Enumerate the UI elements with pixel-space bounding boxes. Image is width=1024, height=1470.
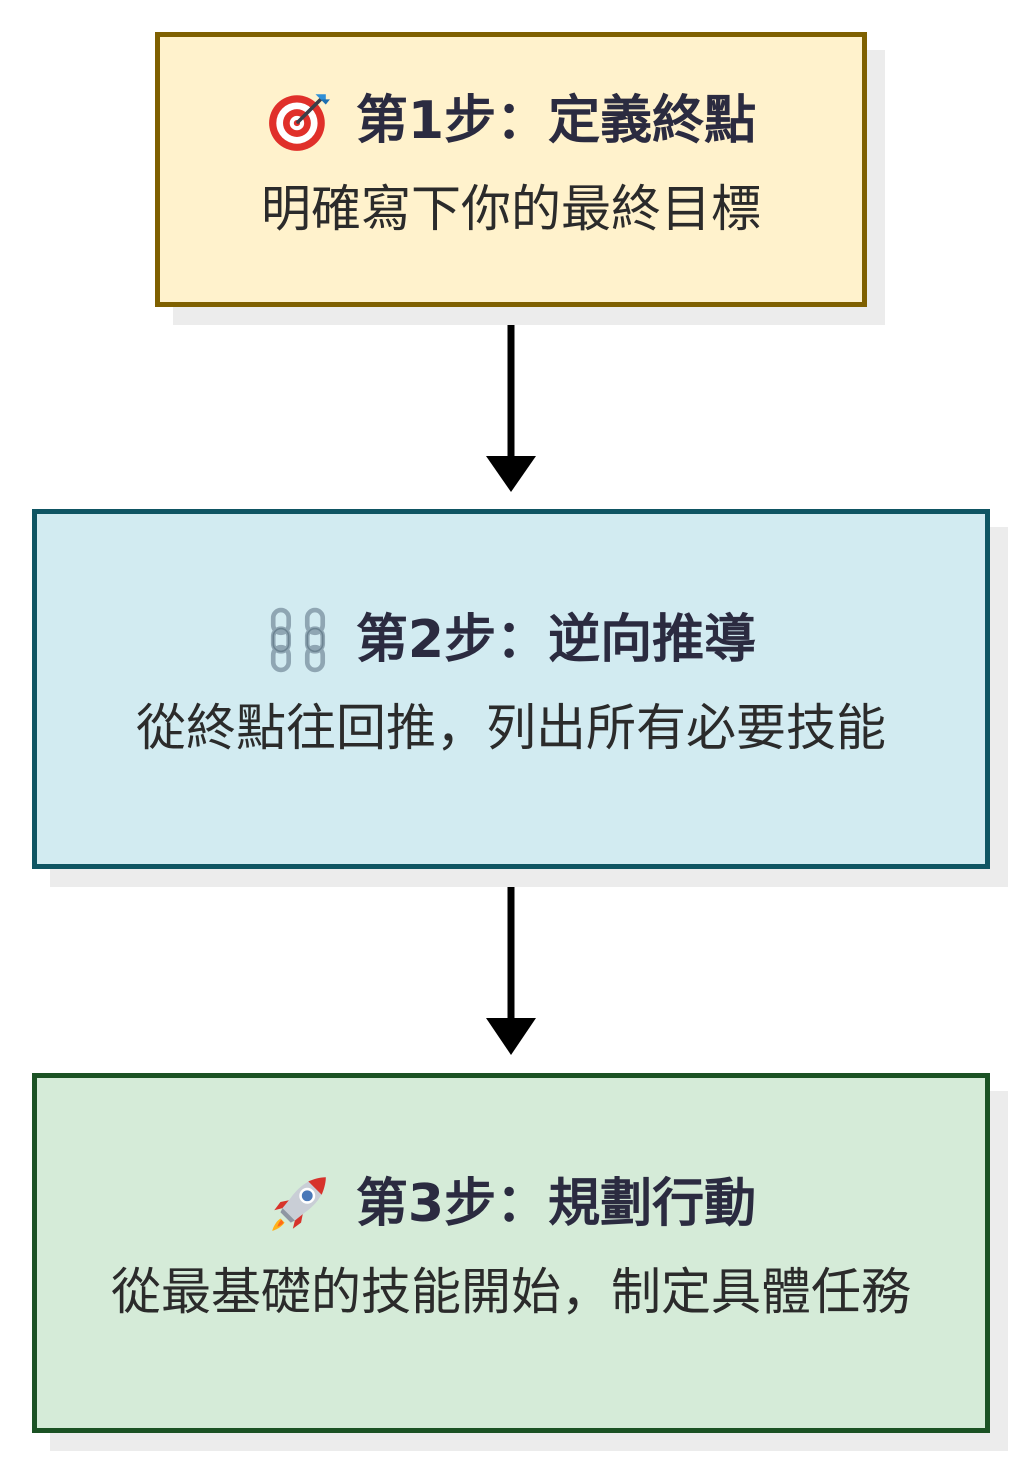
arrow-step1-to-step2 — [486, 307, 536, 492]
target-icon — [266, 88, 332, 154]
chain-icon — [266, 607, 332, 673]
rocket-icon — [266, 1171, 332, 1237]
step3-description: 從最基礎的技能開始，制定具體任務 — [111, 1263, 911, 1321]
step1-title-row: 第1步：定義終點 — [266, 88, 756, 154]
arrow-step2-to-step3 — [486, 869, 536, 1055]
step2-title-row: 第2步：逆向推導 — [266, 607, 756, 673]
step1-title: 第1步：定義終點 — [355, 90, 757, 151]
step3-title: 第3步：規劃行動 — [355, 1174, 757, 1234]
step2-box: 第2步：逆向推導 從終點往回推，列出所有必要技能 — [32, 509, 990, 869]
step3-title-row: 第3步：規劃行動 — [266, 1171, 756, 1237]
step2-title: 第2步：逆向推導 — [355, 610, 757, 670]
step1-box: 第1步：定義終點 明確寫下你的最終目標 — [155, 32, 867, 307]
step1-description: 明確寫下你的最終目標 — [261, 179, 761, 238]
step3-box: 第3步：規劃行動 從最基礎的技能開始，制定具體任務 — [32, 1073, 990, 1433]
step2-description: 從終點往回推，列出所有必要技能 — [136, 699, 886, 757]
